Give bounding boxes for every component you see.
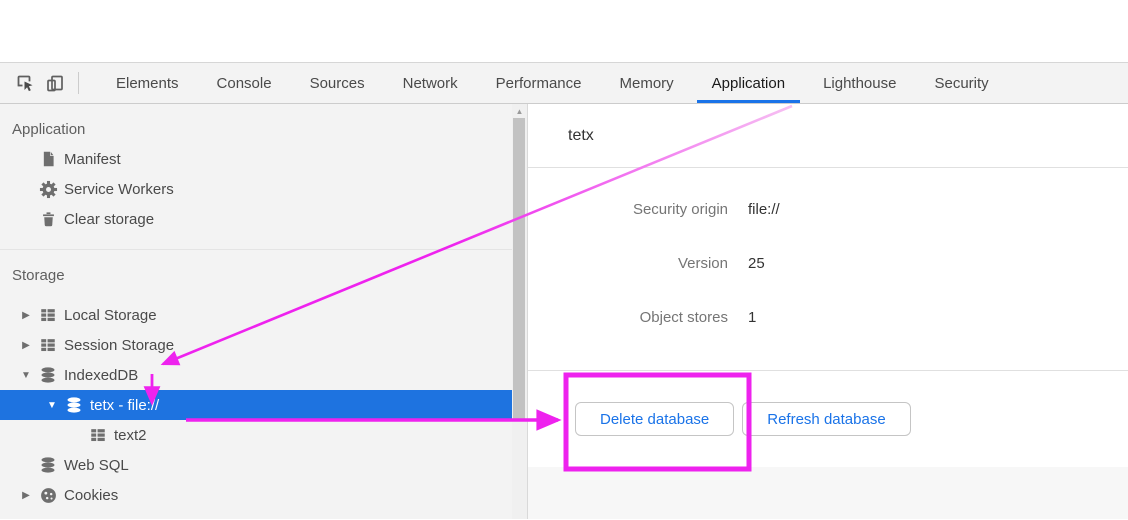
toolbar-divider	[78, 72, 79, 94]
devtools-tab-bar: Elements Console Sources Network Perform…	[97, 63, 1008, 103]
chevron-down-icon[interactable]: ▼	[47, 399, 57, 411]
chevron-right-icon[interactable]: ▶	[22, 339, 30, 351]
property-label: Object stores	[639, 308, 728, 326]
cookie-icon	[38, 485, 58, 505]
property-row-version: Version 25	[528, 236, 1128, 290]
sidebar-item-label: Clear storage	[64, 210, 155, 228]
sidebar-item-label: Web SQL	[64, 456, 129, 474]
sidebar-item-service-workers[interactable]: Service Workers	[0, 174, 512, 204]
database-icon	[64, 395, 84, 415]
property-value: 1	[748, 308, 757, 326]
sidebar-item-manifest[interactable]: Manifest	[0, 144, 512, 174]
sidebar-item-local-storage[interactable]: ▶ Local Storage	[0, 300, 512, 330]
sidebar-item-indexeddb[interactable]: ▼ IndexedDB	[0, 360, 512, 390]
property-label: Security origin	[632, 200, 728, 218]
tab-elements[interactable]: Elements	[116, 74, 179, 92]
page-background	[0, 0, 1128, 62]
tab-application[interactable]: Application	[695, 63, 802, 103]
gear-icon	[38, 179, 58, 199]
sidebar-item-label: Manifest	[64, 150, 121, 168]
sidebar-item-label: Service Workers	[64, 180, 174, 198]
tab-security[interactable]: Security	[934, 74, 989, 92]
property-value: 25	[748, 254, 765, 272]
property-row-security-origin: Security origin file://	[528, 182, 1128, 236]
tab-network[interactable]: Network	[402, 74, 458, 92]
property-value: file://	[748, 200, 780, 218]
sidebar-item-label: Session Storage	[64, 336, 175, 354]
sidebar-item-label: Local Storage	[64, 306, 157, 324]
sidebar-item-label: IndexedDB	[64, 366, 139, 384]
section-title-storage: Storage	[12, 267, 65, 284]
sidebar-scrollbar[interactable]: ▲	[512, 104, 528, 519]
tab-memory[interactable]: Memory	[619, 74, 674, 92]
scrollbar-thumb[interactable]	[513, 118, 525, 420]
table-icon	[38, 335, 58, 355]
tab-sources[interactable]: Sources	[309, 74, 365, 92]
sidebar-item-web-sql[interactable]: Web SQL	[0, 450, 512, 480]
database-icon	[38, 455, 58, 475]
devtools-toolbar: Elements Console Sources Network Perform…	[0, 62, 1128, 104]
chevron-right-icon[interactable]: ▶	[22, 489, 30, 501]
device-toolbar-icon[interactable]	[40, 68, 70, 98]
indexeddb-database-view: tetx Security origin file:// Version 25 …	[528, 104, 1128, 519]
panel-footer-area	[528, 467, 1128, 519]
sidebar-item-clear-storage[interactable]: Clear storage	[0, 204, 512, 234]
manifest-file-icon	[38, 149, 58, 169]
sidebar-item-label: text2	[114, 426, 147, 444]
table-icon	[88, 425, 108, 445]
database-properties: Security origin file:// Version 25 Objec…	[528, 168, 1128, 371]
tab-console[interactable]: Console	[216, 74, 272, 92]
section-title-application: Application	[12, 121, 86, 138]
inspect-element-icon[interactable]	[10, 68, 40, 98]
sidebar-item-tetx-database[interactable]: ▼ tetx - file://	[0, 390, 512, 420]
table-icon	[38, 305, 58, 325]
delete-database-button[interactable]: Delete database	[575, 402, 735, 436]
trash-icon	[38, 209, 58, 229]
sidebar-section-divider	[0, 249, 512, 250]
refresh-database-button[interactable]: Refresh database	[742, 402, 911, 436]
scrollbar-up-arrow-icon[interactable]: ▲	[515, 106, 524, 116]
tab-lighthouse[interactable]: Lighthouse	[823, 74, 897, 92]
property-row-object-stores: Object stores 1	[528, 290, 1128, 344]
database-icon	[38, 365, 58, 385]
sidebar-item-cookies[interactable]: ▶ Cookies	[0, 480, 512, 510]
tab-performance[interactable]: Performance	[495, 74, 582, 92]
application-panel-sidebar: Application Manifest	[0, 104, 512, 519]
sidebar-item-text2-object-store[interactable]: text2	[0, 420, 512, 450]
property-label: Version	[677, 254, 728, 272]
sidebar-item-label: tetx - file://	[90, 396, 160, 414]
chevron-down-icon[interactable]: ▼	[21, 369, 31, 381]
database-title: tetx	[528, 104, 1128, 168]
sidebar-item-session-storage[interactable]: ▶ Session Storage	[0, 330, 512, 360]
chevron-right-icon[interactable]: ▶	[22, 309, 30, 321]
database-actions: Delete database Refresh database	[528, 371, 1128, 467]
sidebar-item-label: Cookies	[64, 486, 119, 504]
